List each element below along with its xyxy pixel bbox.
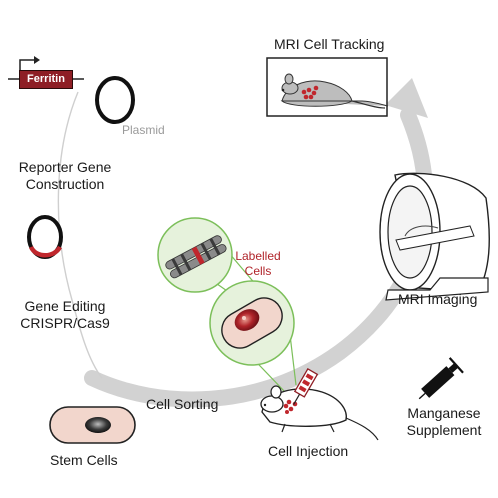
syringe-icon xyxy=(418,357,464,400)
stem-cell-icon xyxy=(49,406,136,444)
reporter-gene-line1: Reporter Gene xyxy=(18,159,112,175)
labelled-cell-zoom xyxy=(209,280,295,366)
chromosome-zoom xyxy=(157,217,233,293)
ferritin-label: Ferritin xyxy=(19,70,73,89)
mri-imaging-label: MRI Imaging xyxy=(398,291,478,307)
left-connector-line xyxy=(57,91,103,379)
chromosome-icon xyxy=(165,235,227,279)
plasmid-label: Plasmid xyxy=(122,123,165,137)
cell-injection-label: Cell Injection xyxy=(268,443,349,459)
injection-syringe-icon xyxy=(293,367,319,405)
gene-editing-line2: CRISPR/Cas9 xyxy=(20,315,110,331)
manganese-line2: Supplement xyxy=(406,422,482,438)
labelled-cells-label: Labelled Cells xyxy=(228,249,288,279)
mri-scanner-icon xyxy=(379,172,490,301)
gene-editing-line1: Gene Editing xyxy=(24,298,106,314)
mri-tracking-panel xyxy=(266,57,389,117)
reporter-gene-line2: Construction xyxy=(25,176,105,192)
gene-editing-label: Gene Editing CRISPR/Cas9 xyxy=(10,298,120,332)
stem-cells-label: Stem Cells xyxy=(50,452,118,468)
mouse-tracking-icon xyxy=(280,73,389,109)
plasmid-icon xyxy=(95,76,135,124)
mri-cell-tracking-label: MRI Cell Tracking xyxy=(274,36,385,52)
cell-sorting-label: Cell Sorting xyxy=(146,396,219,412)
reporter-gene-label: Reporter Gene Construction xyxy=(10,159,120,193)
manganese-supplement-label: Manganese Supplement xyxy=(396,405,492,439)
labelled-cells-line2: Cells xyxy=(244,264,272,278)
manganese-line1: Manganese xyxy=(407,405,481,421)
edited-plasmid-icon xyxy=(27,215,63,259)
mouse-injection-icon xyxy=(260,385,379,441)
labelled-cells-line1: Labelled xyxy=(235,249,281,263)
